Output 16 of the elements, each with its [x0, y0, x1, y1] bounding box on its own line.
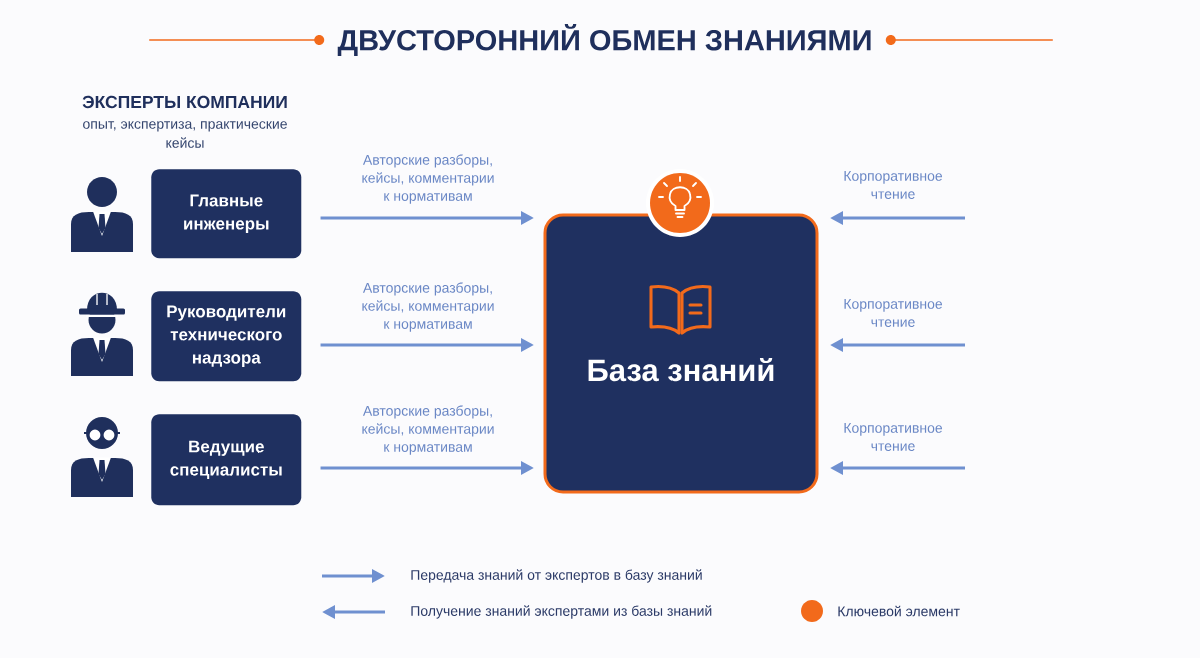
- edge-label: Авторские разборы, кейсы, комментарии к нормативам: [362, 282, 494, 332]
- edge-label: Корпоративное чтение: [844, 423, 943, 451]
- subtitle: опыт, экспертиза, практические кейсы: [83, 121, 287, 148]
- edge-label: Корпоративное чтение: [844, 171, 943, 199]
- title: ДВУСТОРОННИЙ ОБМЕН ЗНАНИЯМИ: [337, 24, 871, 56]
- edge-label: Авторские разборы, кейсы, комментарии к нормативам: [362, 405, 494, 455]
- role-box: Главные инженеры: [151, 169, 302, 259]
- section-heading: ЭКСПЕРТЫ КОМПАНИИ: [82, 95, 287, 109]
- edge-label: Корпоративное чтение: [844, 299, 943, 327]
- legend-label: Ключевой элемент: [838, 605, 960, 617]
- role-box: Ведущие специалисты: [151, 414, 302, 506]
- knowledge-base-box: База знаний: [543, 213, 819, 494]
- legend-label: Передача знаний от экспертов в базу знаний: [411, 569, 702, 583]
- role-box: Руководители технического надзора: [151, 291, 302, 382]
- legend-label: Получение знаний экспертами из базы знаний: [411, 605, 712, 619]
- edge-label: Авторские разборы, кейсы, комментарии к нормативам: [362, 154, 494, 204]
